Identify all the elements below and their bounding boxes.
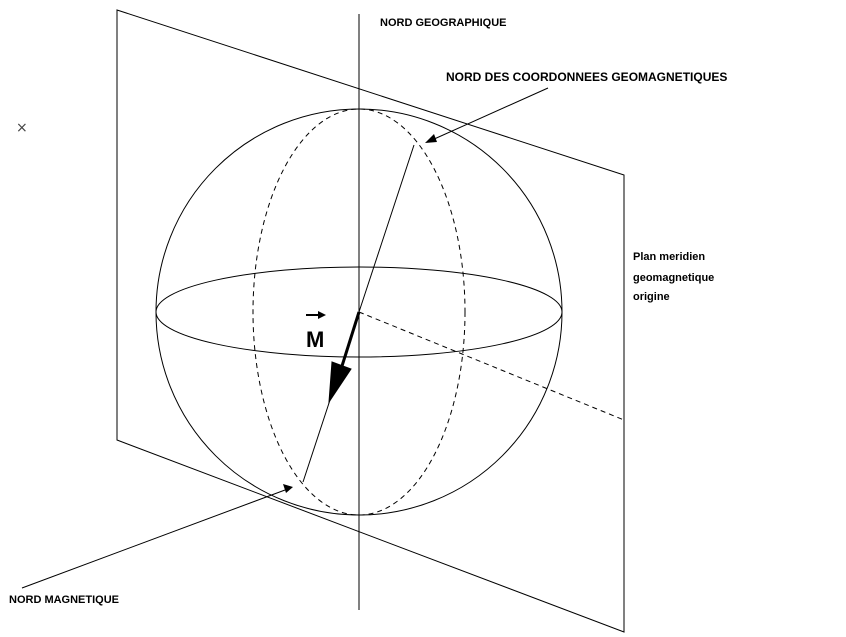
meridian-ellipse-dashed bbox=[252, 108, 466, 516]
pointer-arrow-magnetic-north bbox=[283, 484, 293, 493]
moment-vector-arrowhead bbox=[328, 361, 352, 404]
cross-mark: × bbox=[16, 120, 28, 136]
pointer-arrow-geomag-north bbox=[425, 134, 437, 143]
label-nord-magnetique: NORD MAGNETIQUE bbox=[9, 594, 119, 606]
geomagnetic-axis-lower bbox=[302, 399, 331, 483]
moment-vector-shaft bbox=[340, 311, 361, 367]
label-moment-m: M bbox=[306, 327, 324, 352]
label-plan-line1: Plan meridien bbox=[633, 251, 705, 263]
meridian-plane bbox=[116, 9, 625, 633]
vector-symbol-head bbox=[318, 311, 326, 319]
pointer-line-magnetic-north bbox=[21, 489, 286, 589]
geomagnetic-axis-upper bbox=[358, 144, 415, 313]
label-nord-coordonnees: NORD DES COORDONNEES GEOMAGNETIQUES bbox=[446, 70, 727, 84]
label-plan-line2: geomagnetique bbox=[633, 272, 714, 284]
label-nord-geographique: NORD GEOGRAPHIQUE bbox=[380, 17, 507, 29]
label-plan-line3: origine bbox=[633, 291, 670, 303]
pointer-line-geomag-north bbox=[431, 87, 549, 141]
dashed-plane-line bbox=[358, 311, 625, 421]
